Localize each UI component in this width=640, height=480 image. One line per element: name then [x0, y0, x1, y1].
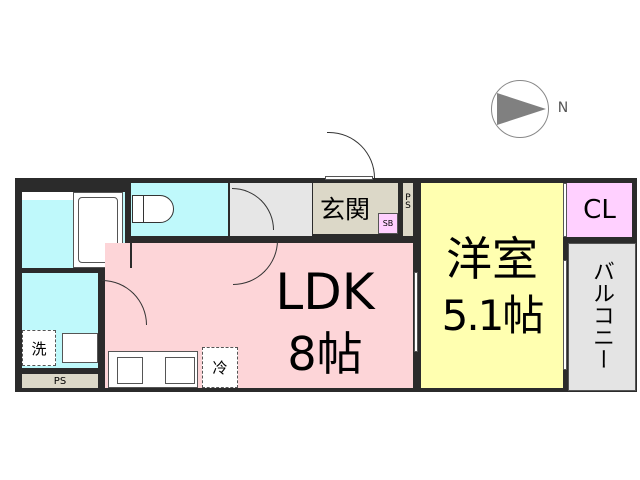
wash-basin [62, 333, 98, 363]
western-room-size: 5.1帖 [441, 290, 545, 340]
compass-north-label: N [557, 100, 569, 116]
ps-bottom [22, 374, 98, 388]
bathtub-inner [78, 197, 118, 263]
balcony-sliding-door[interactable] [563, 260, 567, 370]
ps-top [403, 183, 413, 236]
bath-top-strip [22, 192, 74, 200]
fridge-space [202, 347, 238, 388]
closet-door[interactable] [563, 183, 567, 237]
balcony [568, 243, 636, 391]
shoe-box-label: SB [382, 219, 394, 228]
compass-arrow-icon [497, 93, 546, 125]
ldk-size: 8帖 [287, 327, 363, 381]
entrance-door[interactable] [327, 132, 375, 178]
closet-label: CL [583, 195, 616, 225]
toilet-tank [132, 195, 144, 223]
western-room-label: 洋室 [446, 232, 538, 286]
washer-label: 洗 [31, 339, 47, 358]
compass [491, 80, 549, 138]
ldk-western-sliding-door[interactable] [414, 272, 418, 352]
ps-top-label: PS [403, 193, 413, 209]
western-room [421, 183, 563, 388]
entrance-label: 玄関 [319, 195, 370, 224]
stove-icon [117, 357, 143, 384]
shoe-box [378, 213, 398, 234]
balcony-label: バルコニー [589, 260, 614, 370]
fridge-label: 冷 [212, 359, 228, 377]
ldk-top-notch [130, 243, 132, 268]
ldk-label: LDK [275, 263, 375, 321]
entrance-door-frame [325, 176, 373, 180]
ps-bottom-label: PS [53, 375, 67, 387]
washer-space [22, 330, 56, 366]
sink-icon [165, 357, 195, 384]
closet [567, 183, 632, 237]
